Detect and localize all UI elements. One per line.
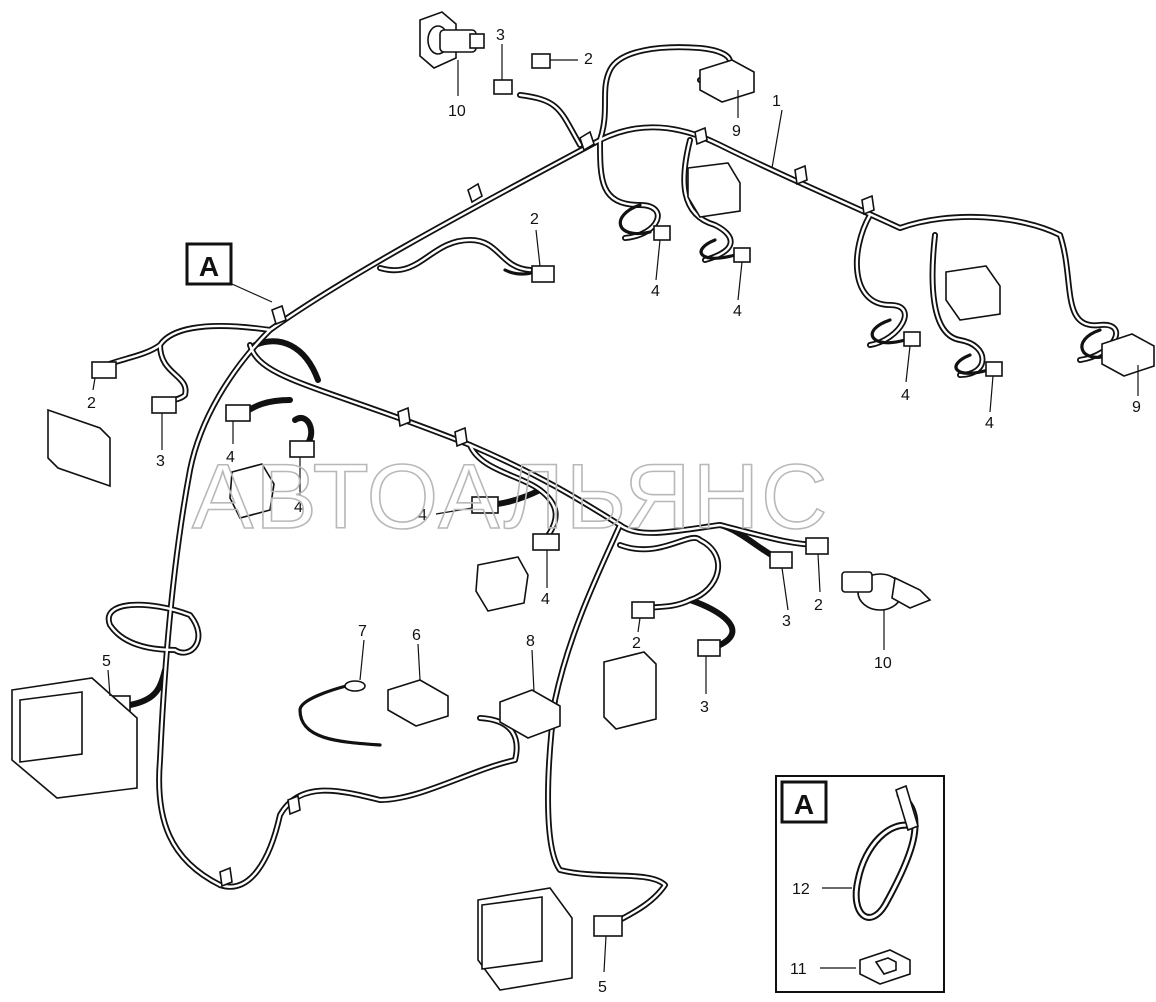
callout-number: 3: [156, 453, 165, 470]
callout-number: 3: [700, 699, 709, 716]
callout-number: 4: [651, 283, 660, 300]
callout-number: 4: [901, 387, 910, 404]
socket-10-right: [841, 571, 932, 611]
connectors-9: [699, 59, 1155, 377]
socket-10-top: [419, 11, 485, 69]
inset-item-number: 11: [790, 961, 807, 978]
callout-number: 4: [418, 507, 427, 524]
callout-number: 4: [226, 449, 235, 466]
mirror-lamps: [229, 162, 1001, 612]
callout-number: 5: [598, 979, 607, 996]
callout-numbers: 1 2 3 10 9 2 4 4 4 4 9 2 3 4 4 4 4 2 3 2…: [87, 27, 1141, 996]
pigtail-wires: [298, 203, 1112, 747]
callout-number: 2: [530, 211, 539, 228]
callout-number: 10: [874, 655, 892, 672]
leader-lines: [92, 44, 1139, 973]
connectors-6-7-8: [344, 679, 561, 739]
callout-number: 9: [1132, 399, 1141, 416]
callout-number: 2: [814, 597, 823, 614]
callout-number: 7: [358, 623, 367, 640]
inset-item-number: 12: [792, 881, 810, 898]
watermark-text: АВТОАЛЬЯНС: [192, 446, 830, 548]
callout-number: 6: [412, 627, 421, 644]
callout-number: 3: [496, 27, 505, 44]
callout-number: 8: [526, 633, 535, 650]
callout-number: 4: [733, 303, 742, 320]
reflector-lights: [47, 408, 657, 730]
inset-a: A 12 11: [775, 775, 945, 993]
inset-box-label: A: [794, 789, 814, 820]
callout-number: 4: [985, 415, 994, 432]
work-lamps: [11, 677, 573, 991]
callout-box-a: A: [185, 242, 233, 286]
callout-number: 2: [632, 635, 641, 652]
callout-number: 5: [102, 653, 111, 670]
callout-number: 4: [541, 591, 550, 608]
harness-clamps: [219, 126, 875, 888]
callout-number: 2: [87, 395, 96, 412]
callout-box-label: A: [199, 251, 219, 282]
callout-number: 10: [448, 103, 466, 120]
callout-number: 3: [782, 613, 791, 630]
callout-number: 4: [294, 499, 303, 516]
callout-number: 9: [732, 123, 741, 140]
callout-number: 2: [584, 51, 593, 68]
callout-number: 1: [772, 93, 781, 110]
